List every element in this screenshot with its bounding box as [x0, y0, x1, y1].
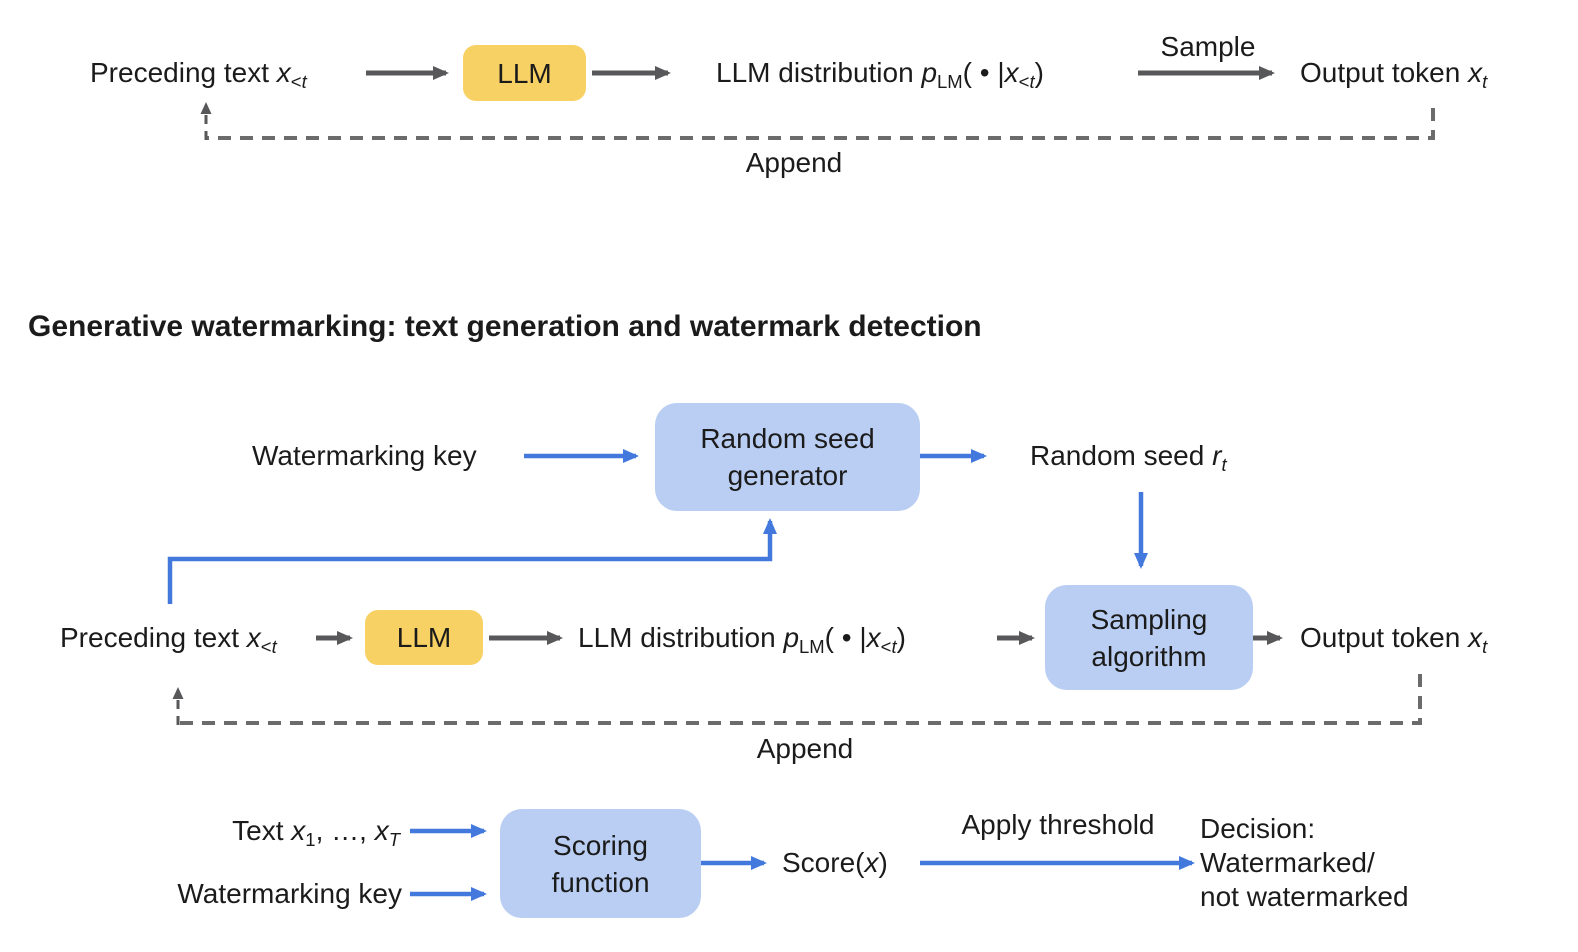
decision-line-3: not watermarked — [1200, 881, 1409, 912]
elbow-preceding-to-seed-generator — [167, 518, 777, 604]
apply-threshold-label: Apply threshold — [961, 809, 1155, 840]
text-tokens-label: Text x1, …, xT — [232, 815, 400, 850]
llm-box-mid: LLM — [365, 610, 483, 665]
llm-distribution-label-mid: LLM distribution pLM( • |x<t) — [578, 622, 906, 657]
llm-box-label-mid: LLM — [396, 622, 452, 653]
preceding-text-label-top: Preceding text x<t — [90, 57, 307, 92]
append-label-mid: Append — [756, 733, 854, 764]
sampling-algorithm-box: Sampling algorithm — [1045, 585, 1253, 690]
scoring-function-box: Scoring function — [500, 809, 701, 918]
output-token-label-top: Output token xt — [1300, 57, 1488, 92]
sampling-algorithm-label: Sampling algorithm — [1090, 603, 1208, 672]
score-label: Score(x) — [782, 847, 888, 878]
output-token-label-mid: Output token xt — [1300, 622, 1488, 657]
llm-box-label-top: LLM — [497, 57, 552, 89]
preceding-text-label-mid: Preceding text x<t — [60, 622, 277, 657]
llm-box-top: LLM — [463, 45, 586, 101]
sample-label: Sample — [1160, 31, 1256, 62]
append-label-top: Append — [745, 147, 843, 178]
watermarking-key-label-generation: Watermarking key — [252, 440, 477, 471]
random-seed-generator-label: Random seed generator — [700, 423, 875, 491]
append-feedback-line-top — [206, 108, 1435, 140]
watermarking-key-label-detection: Watermarking key — [177, 878, 402, 909]
decision-line-1: Decision: — [1200, 813, 1316, 844]
random-seed-generator-box: Random seed generator — [655, 403, 920, 511]
llm-distribution-label-top: LLM distribution pLM( • |x<t) — [716, 57, 1044, 92]
scoring-function-label: Scoring function — [551, 829, 650, 898]
section-heading: Generative watermarking: text generation… — [28, 310, 982, 343]
decision-line-2: Watermarked/ — [1200, 847, 1375, 878]
append-feedback-line-mid — [178, 674, 1422, 725]
random-seed-label: Random seed rt — [1030, 440, 1227, 475]
